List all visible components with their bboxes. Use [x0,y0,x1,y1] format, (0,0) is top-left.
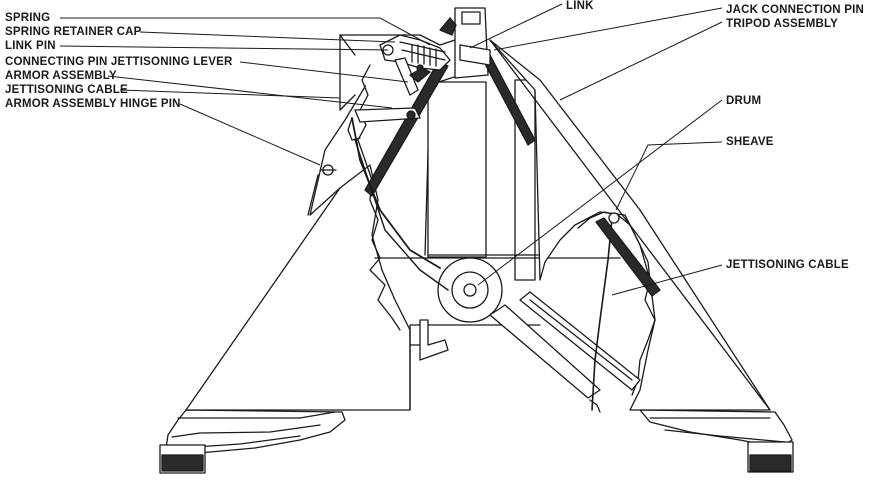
center-bar [489,304,601,399]
lower-right-bar-shadow [529,299,633,381]
left-strut [364,61,449,197]
label-sheave: SHEAVE [726,136,774,148]
label-armor-assembly-hinge-pin: ARMOR ASSEMBLY HINGE PIN [5,98,181,110]
leader-lines [59,3,723,296]
label-link: LINK [566,0,594,12]
label-jettisoning-cable-left: JETTISONING CABLE [5,84,128,96]
peg [419,319,449,361]
label-connecting-pin-jettisoning-lever: CONNECTING PIN JETTISONING LEVER [5,56,233,68]
label-jack-connection-pin: JACK CONNECTION PIN [726,4,864,16]
jettisoning-cable-mid-line [354,139,449,291]
jettisoning-cable-right-line [591,217,613,411]
label-drum: DRUM [726,95,762,107]
label-spring: SPRING [5,12,51,24]
label-armor-assembly: ARMOR ASSEMBLY [5,70,117,82]
right-foot [639,409,794,473]
drum [437,257,503,323]
hinge-arm [319,107,421,176]
label-spring-retainer-cap: SPRING RETAINER CAP [5,26,142,38]
right-cutaway-edge [577,211,656,396]
left-foot [159,409,346,474]
sheave [608,212,620,224]
spring-lever-assembly [379,17,491,96]
label-link-pin: LINK PIN [5,40,56,52]
label-jettisoning-cable-right: JETTISONING CABLE [726,259,849,271]
label-tripod-assembly: TRIPOD ASSEMBLY [726,18,839,30]
right-cable-pulley-bar [595,217,661,297]
